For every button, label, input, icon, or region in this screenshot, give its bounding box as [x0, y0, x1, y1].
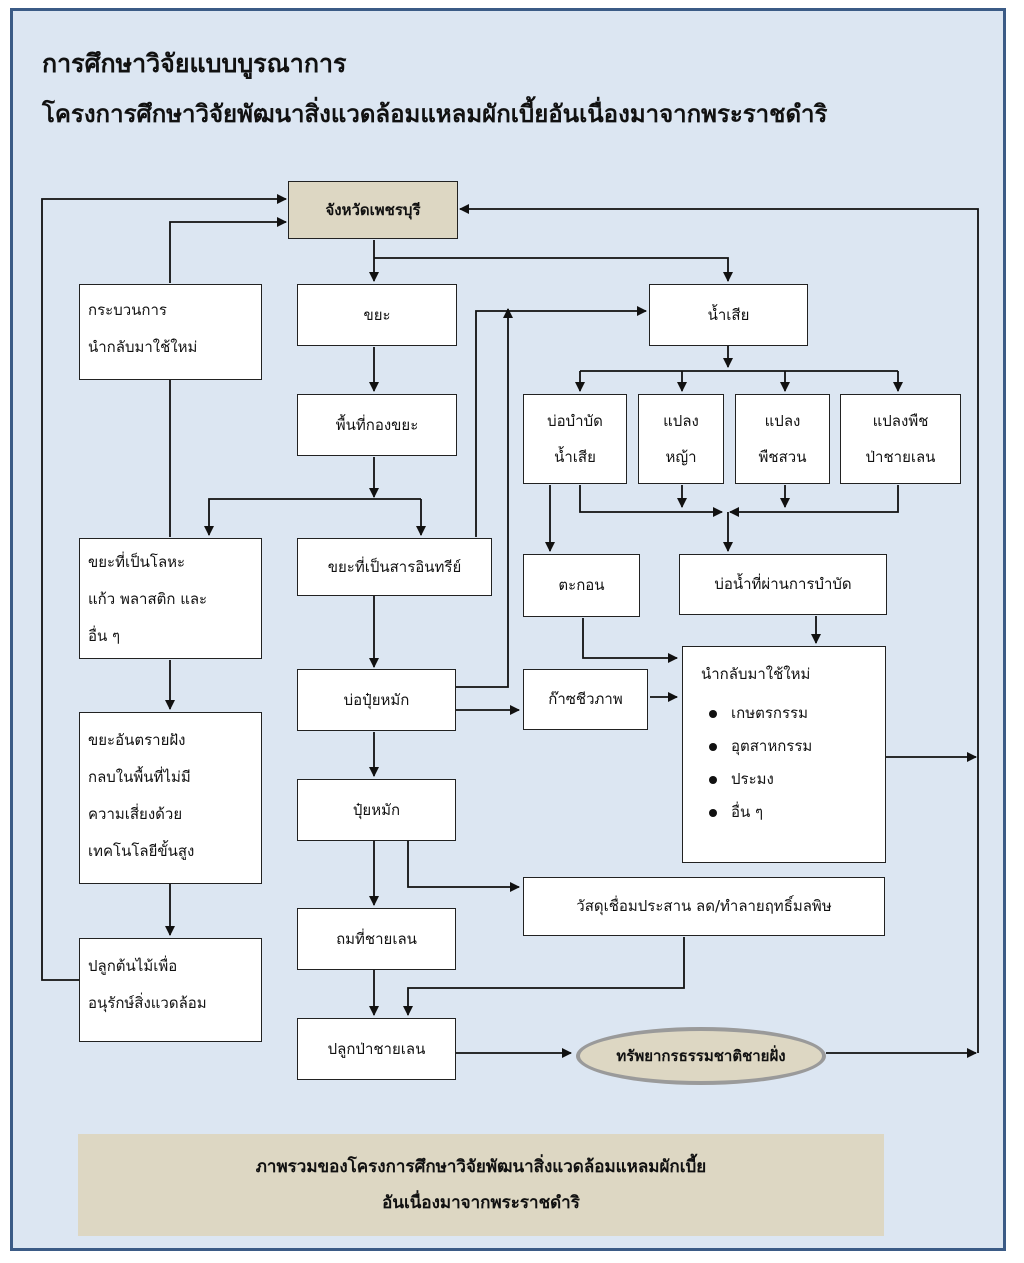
node-reuse-item: เกษตรกรรม [683, 704, 885, 723]
node-organic-waste: ขยะที่เป็นสารอินทรีย์ [297, 538, 492, 596]
node-reuse: นำกลับมาใช้ใหม่ เกษตรกรรม อุตสาหกรรม ประ… [682, 646, 886, 863]
arrow-sediment-reuse [582, 618, 678, 663]
node-treatment-pond-line1: บ่อบำบัด [547, 412, 603, 430]
caption-line2: อันเนื่องมาจากพระราชดำริ [382, 1193, 580, 1213]
node-plant-mangrove: ปลูกป่าชายเลน [297, 1018, 456, 1080]
node-treated-pond: บ่อน้ำที่ผ่านการบำบัด [679, 554, 887, 615]
arrow-split-metal [204, 498, 421, 536]
node-garden-plot-line1: แปลง [764, 412, 801, 430]
node-metal-glass: ขยะที่เป็นโลหะ แก้ว พลาสติก และ อื่น ๆ [79, 538, 262, 659]
node-hazardous: ขยะอันตรายฝัง กลบในพื้นที่ไม่มี ความเสี่… [79, 712, 262, 884]
node-sediment: ตะกอน [523, 554, 640, 617]
node-reuse-item: ประมง [683, 770, 885, 789]
arrow-organic-wastewater [475, 306, 647, 537]
node-hazardous-line4: เทคโนโลยีขั้นสูง [88, 842, 195, 860]
node-mangrove-plot-line2: ป่าชายเลน [865, 448, 936, 466]
node-hazardous-line3: ความเสี่ยงด้วย [88, 805, 183, 823]
node-landfill-area: พื้นที่กองขยะ [297, 394, 457, 456]
line-mangrove-bus [729, 485, 899, 517]
node-garbage: ขยะ [297, 284, 457, 346]
arrow-compostpit-wastewater [456, 308, 513, 688]
arrow-province-wastewater [374, 257, 733, 282]
arrow-planttrees-province [41, 194, 287, 981]
node-wastewater: น้ำเสีย [649, 284, 808, 346]
node-recycle-process: กระบวนการ นำกลับมาใช้ใหม่ [79, 284, 262, 380]
node-hazardous-line1: ขยะอันตรายฝัง [88, 731, 186, 749]
node-garden-plot: แปลง พืชสวน [735, 394, 830, 484]
node-compost: ปุ๋ยหมัก [297, 779, 456, 841]
arrow-recycle-province [169, 217, 287, 283]
node-biogas: ก๊าซชีวภาพ [523, 669, 648, 730]
node-metal-glass-line3: อื่น ๆ [88, 627, 121, 645]
node-reuse-item: อื่น ๆ [683, 803, 885, 822]
node-province: จังหวัดเพชรบุรี [288, 181, 458, 239]
node-compost-pit: บ่อปุ๋ยหมัก [297, 669, 456, 731]
node-reuse-item: อุตสาหกรรม [683, 737, 885, 756]
node-reuse-title: นำกลับมาใช้ใหม่ [701, 665, 811, 683]
node-recycle-process-line1: กระบวนการ [88, 301, 167, 319]
node-metal-glass-line2: แก้ว พลาสติก และ [88, 590, 208, 608]
node-recycle-process-line2: นำกลับมาใช้ใหม่ [88, 338, 198, 356]
node-binder: วัสดุเชื่อมประสาน ลด/ทำลายฤทธิ์มลพิษ [523, 877, 885, 936]
node-plant-trees-line2: อนุรักษ์สิ่งแวดล้อม [88, 994, 207, 1012]
diagram-subtitle: โครงการศึกษาวิจัยพัฒนาสิ่งแวดล้อมแหลมผัก… [42, 100, 828, 128]
node-coastal-resources: ทรัพยากรธรรมชาติชายฝั่ง [576, 1027, 826, 1085]
arrow-loop-province [459, 204, 979, 1053]
caption-line1: ภาพรวมของโครงการศึกษาวิจัยพัฒนาสิ่งแวดล้… [255, 1157, 707, 1177]
node-mangrove-plot: แปลงพืช ป่าชายเลน [840, 394, 961, 484]
node-hazardous-line2: กลบในพื้นที่ไม่มี [88, 768, 191, 786]
arrow-binder-plantmangrove [403, 937, 685, 1016]
node-plant-trees-line1: ปลูกต้นไม้เพื่อ [88, 957, 178, 975]
node-plant-trees: ปลูกต้นไม้เพื่อ อนุรักษ์สิ่งแวดล้อม [79, 938, 262, 1042]
node-treatment-pond-line2: น้ำเสีย [554, 448, 596, 466]
node-mangrove-plot-line1: แปลงพืช [872, 412, 929, 430]
node-grass-plot-line1: แปลง [663, 412, 699, 430]
arrow-compost-binder [407, 841, 520, 892]
node-grass-plot: แปลง หญ้า [638, 394, 724, 484]
node-treatment-pond: บ่อบำบัด น้ำเสีย [523, 394, 627, 484]
node-mangrove-road: ถมที่ชายเลน [297, 908, 456, 970]
diagram-caption: ภาพรวมของโครงการศึกษาวิจัยพัฒนาสิ่งแวดล้… [78, 1134, 884, 1236]
diagram-title: การศึกษาวิจัยแบบบูรณาการ [42, 49, 347, 78]
line-treatment-bus [579, 485, 723, 517]
node-garden-plot-line2: พืชสวน [758, 448, 807, 466]
node-metal-glass-line1: ขยะที่เป็นโลหะ [88, 553, 186, 571]
node-grass-plot-line2: หญ้า [665, 448, 697, 466]
